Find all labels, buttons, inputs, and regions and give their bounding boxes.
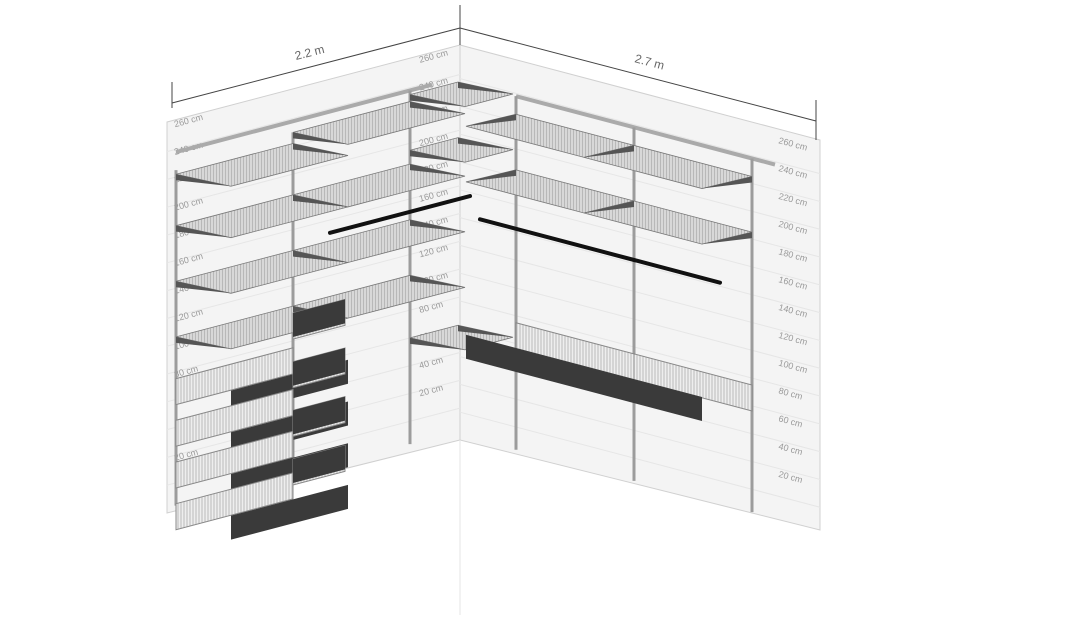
shelf-bracket xyxy=(410,219,465,232)
grid-line xyxy=(459,300,821,397)
shelf-bracket xyxy=(410,101,465,114)
hanging-rod xyxy=(478,217,722,285)
hanging-rod xyxy=(328,194,472,235)
shelf-bracket xyxy=(293,143,348,156)
shelf-bracket xyxy=(458,82,513,95)
grid-line xyxy=(459,189,821,286)
shelf-bracket xyxy=(466,169,516,182)
shelf-bracket xyxy=(176,174,231,187)
shelf-bracket xyxy=(584,145,634,158)
shelf-bracket xyxy=(466,114,516,127)
basket-front xyxy=(293,299,345,338)
right-dimension-line xyxy=(459,27,817,122)
shelf-bracket xyxy=(458,325,513,338)
grid-line xyxy=(166,74,461,153)
shelf-bracket xyxy=(293,250,348,263)
wire-basket xyxy=(175,430,294,489)
closet-fixtures xyxy=(174,81,776,540)
wire-basket xyxy=(175,472,294,531)
shelf-bracket xyxy=(176,225,231,238)
shelf-bracket xyxy=(410,275,465,288)
grid-line xyxy=(459,272,821,369)
grid-line xyxy=(459,78,821,175)
shelf-bracket xyxy=(702,176,752,189)
basket-front xyxy=(584,365,702,422)
shelf-bracket xyxy=(410,94,465,107)
shelf-bracket xyxy=(410,164,465,177)
shelf-bracket xyxy=(176,281,231,294)
left-wall-width-label: 2.2 m xyxy=(293,42,326,63)
left-dimension-line xyxy=(171,27,461,104)
shelf-bracket xyxy=(702,232,752,245)
grid-line xyxy=(459,383,821,480)
basket-front xyxy=(293,445,345,484)
top-rail xyxy=(175,82,433,154)
grid-line xyxy=(459,244,821,341)
shelf-bracket xyxy=(458,137,513,150)
shelf-bracket xyxy=(410,337,465,350)
grid-line xyxy=(459,217,821,314)
shelf-bracket xyxy=(293,194,348,207)
shelf-bracket xyxy=(176,336,231,349)
top-rail xyxy=(515,94,776,167)
basket-front xyxy=(293,348,345,386)
right-wall xyxy=(459,44,821,531)
shelf-bracket xyxy=(410,150,465,163)
shelf-bracket xyxy=(293,132,348,145)
shelf-bracket xyxy=(584,200,634,213)
grid-line xyxy=(459,133,821,230)
basket-front xyxy=(293,396,345,435)
basket-front xyxy=(231,484,348,540)
wire-basket xyxy=(633,353,753,412)
grid-line xyxy=(459,411,821,508)
basket-front xyxy=(466,334,584,390)
right-wall-width-label: 2.7 m xyxy=(633,51,666,72)
